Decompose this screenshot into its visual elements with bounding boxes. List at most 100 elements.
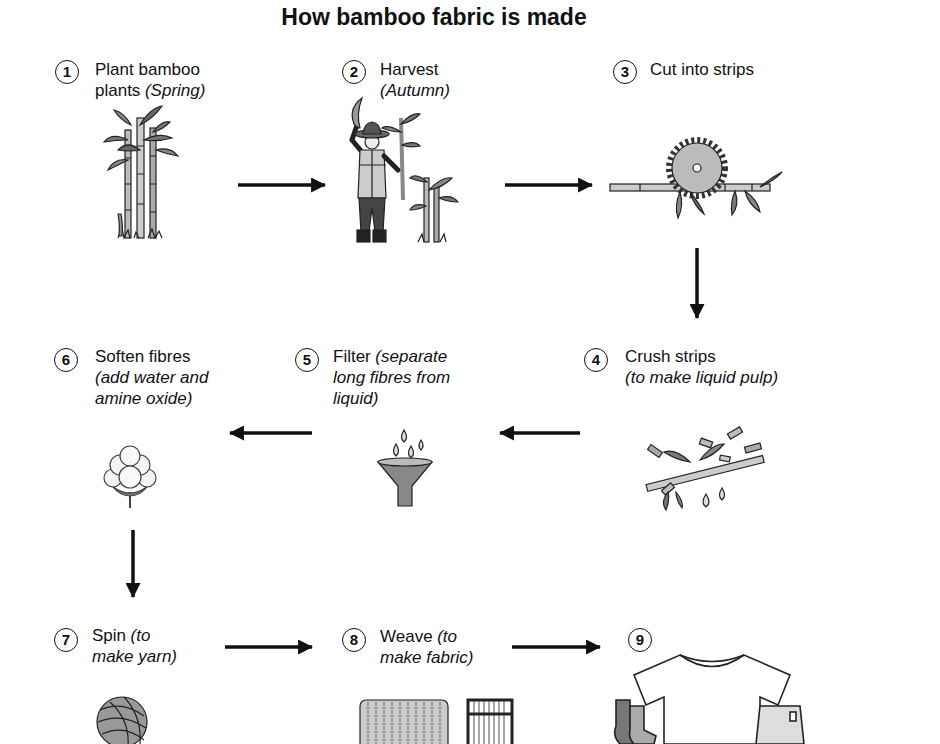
bamboo-plant: [108, 160, 128, 170]
saw-cutting-bamboo: [693, 164, 701, 172]
filter-funnel: [394, 444, 399, 456]
farmer-harvesting: [424, 178, 429, 242]
crushed-bamboo: [727, 427, 742, 439]
farmer-harvesting: [373, 230, 386, 242]
bamboo-plant: [156, 149, 178, 156]
step-note: (add water and amine oxide): [95, 367, 220, 409]
farmer-harvesting: [439, 197, 458, 202]
woven-fabric-and-loom: [362, 708, 446, 740]
filter-funnel: [402, 430, 407, 442]
filter-funnel: [378, 458, 432, 466]
step-note: (Spring): [145, 81, 205, 100]
flow-arrow: [512, 645, 600, 649]
filter-funnel: [409, 446, 414, 458]
step-number: 2: [342, 60, 366, 84]
bamboo-clothing: [615, 655, 804, 744]
yarn-ball: [97, 697, 147, 744]
flow-arrow: [695, 248, 699, 318]
crushed-bamboo: [700, 444, 724, 460]
flow-arrow: [238, 183, 325, 187]
farmer-harvesting: [352, 98, 362, 128]
bamboo-plant: [104, 136, 128, 142]
farmer-harvesting: [410, 205, 426, 210]
step-number: 4: [584, 348, 608, 372]
flow-arrow: [225, 645, 312, 649]
saw-cutting-bamboo: [669, 140, 725, 196]
flow-arrow: [131, 530, 135, 597]
step-number: 9: [628, 628, 652, 652]
saw-cutting-bamboo: [690, 192, 704, 214]
saw-cutting-bamboo: [731, 191, 736, 215]
yarn-ball: [97, 697, 147, 744]
farmer-harvesting: [401, 114, 420, 124]
woven-fabric-and-loom: [360, 700, 512, 744]
bamboo-plant: [104, 106, 178, 238]
farmer-harvesting: [359, 198, 385, 232]
step-text: Filter(separate long fibres from liquid): [333, 346, 478, 409]
process-step: 9: [600, 615, 820, 744]
farmer-harvesting: [358, 150, 386, 198]
filter-funnel: [378, 462, 432, 506]
farmer-harvesting: [410, 176, 427, 182]
yarn-ball: [98, 697, 146, 744]
bamboo-clothing: [630, 706, 657, 744]
step-note: (to make liquid pulp): [625, 367, 795, 388]
bamboo-plant: [114, 110, 131, 125]
woven-fabric-and-loom: [368, 702, 440, 744]
step-number: 1: [55, 60, 79, 84]
step-title: Weave: [380, 627, 433, 646]
farmer-harvesting: [352, 98, 458, 242]
farmer-harvesting: [402, 143, 420, 147]
step-number: 6: [54, 348, 78, 372]
saw-cutting-bamboo: [760, 172, 782, 187]
farmer-harvesting: [384, 156, 398, 170]
soft-fibre: [119, 466, 141, 488]
saw-cutting-bamboo: [672, 143, 722, 193]
step-text: Crush strips(to make liquid pulp): [625, 346, 795, 388]
crushed-bamboo: [648, 445, 663, 458]
flow-arrow: [505, 183, 592, 187]
bamboo-plant: [150, 128, 156, 238]
step-text: Plant bamboo plants(Spring): [95, 59, 235, 101]
saw-cutting-bamboo: [676, 192, 681, 218]
crushed-bamboo: [664, 451, 690, 462]
crushed-bamboo: [744, 443, 761, 453]
farmer-harvesting: [401, 118, 403, 200]
woven-fabric-and-loom: [468, 713, 512, 716]
soft-fibre: [120, 446, 140, 466]
bamboo-clothing: [756, 706, 804, 744]
crushed-bamboo: [703, 494, 709, 507]
step-text: Cut into strips: [650, 59, 800, 80]
process-step: 1 Plant bamboo plants(Spring): [50, 58, 238, 248]
crushed-bamboo: [663, 492, 668, 510]
bamboo-plant: [140, 106, 162, 125]
step-note: (Autumn): [380, 80, 490, 101]
diagram-title: How bamboo fabric is made: [0, 2, 868, 32]
bamboo-plant: [118, 228, 162, 238]
process-step: 4 Crush strips(to make liquid pulp): [580, 318, 800, 520]
bamboo-clothing: [680, 655, 744, 667]
process-step: 3 Cut into strips: [592, 58, 800, 248]
flow-arrow: [500, 431, 580, 435]
filter-funnel: [378, 430, 432, 506]
crushed-bamboo: [699, 438, 712, 448]
crushed-bamboo: [646, 456, 764, 492]
farmer-harvesting: [382, 127, 401, 132]
step-number: 8: [342, 628, 366, 652]
woven-fabric-and-loom: [468, 700, 512, 744]
step-title: Crush strips: [625, 347, 716, 366]
farmer-harvesting: [357, 230, 370, 242]
crushed-bamboo: [646, 427, 764, 510]
step-title: Filter: [333, 347, 371, 366]
step-number: 3: [613, 60, 637, 84]
step-title: Cut into strips: [650, 60, 754, 79]
crushed-bamboo: [676, 492, 682, 508]
step-text: Weave(to make fabric): [380, 626, 480, 668]
crushed-bamboo: [720, 455, 731, 462]
bamboo-plant: [118, 145, 140, 151]
woven-fabric-and-loom: [474, 700, 504, 744]
step-text: Spin(to make yarn): [92, 625, 182, 667]
farmer-harvesting: [434, 186, 439, 242]
process-step: 5Filter(separate long fibres from liquid…: [312, 340, 500, 525]
